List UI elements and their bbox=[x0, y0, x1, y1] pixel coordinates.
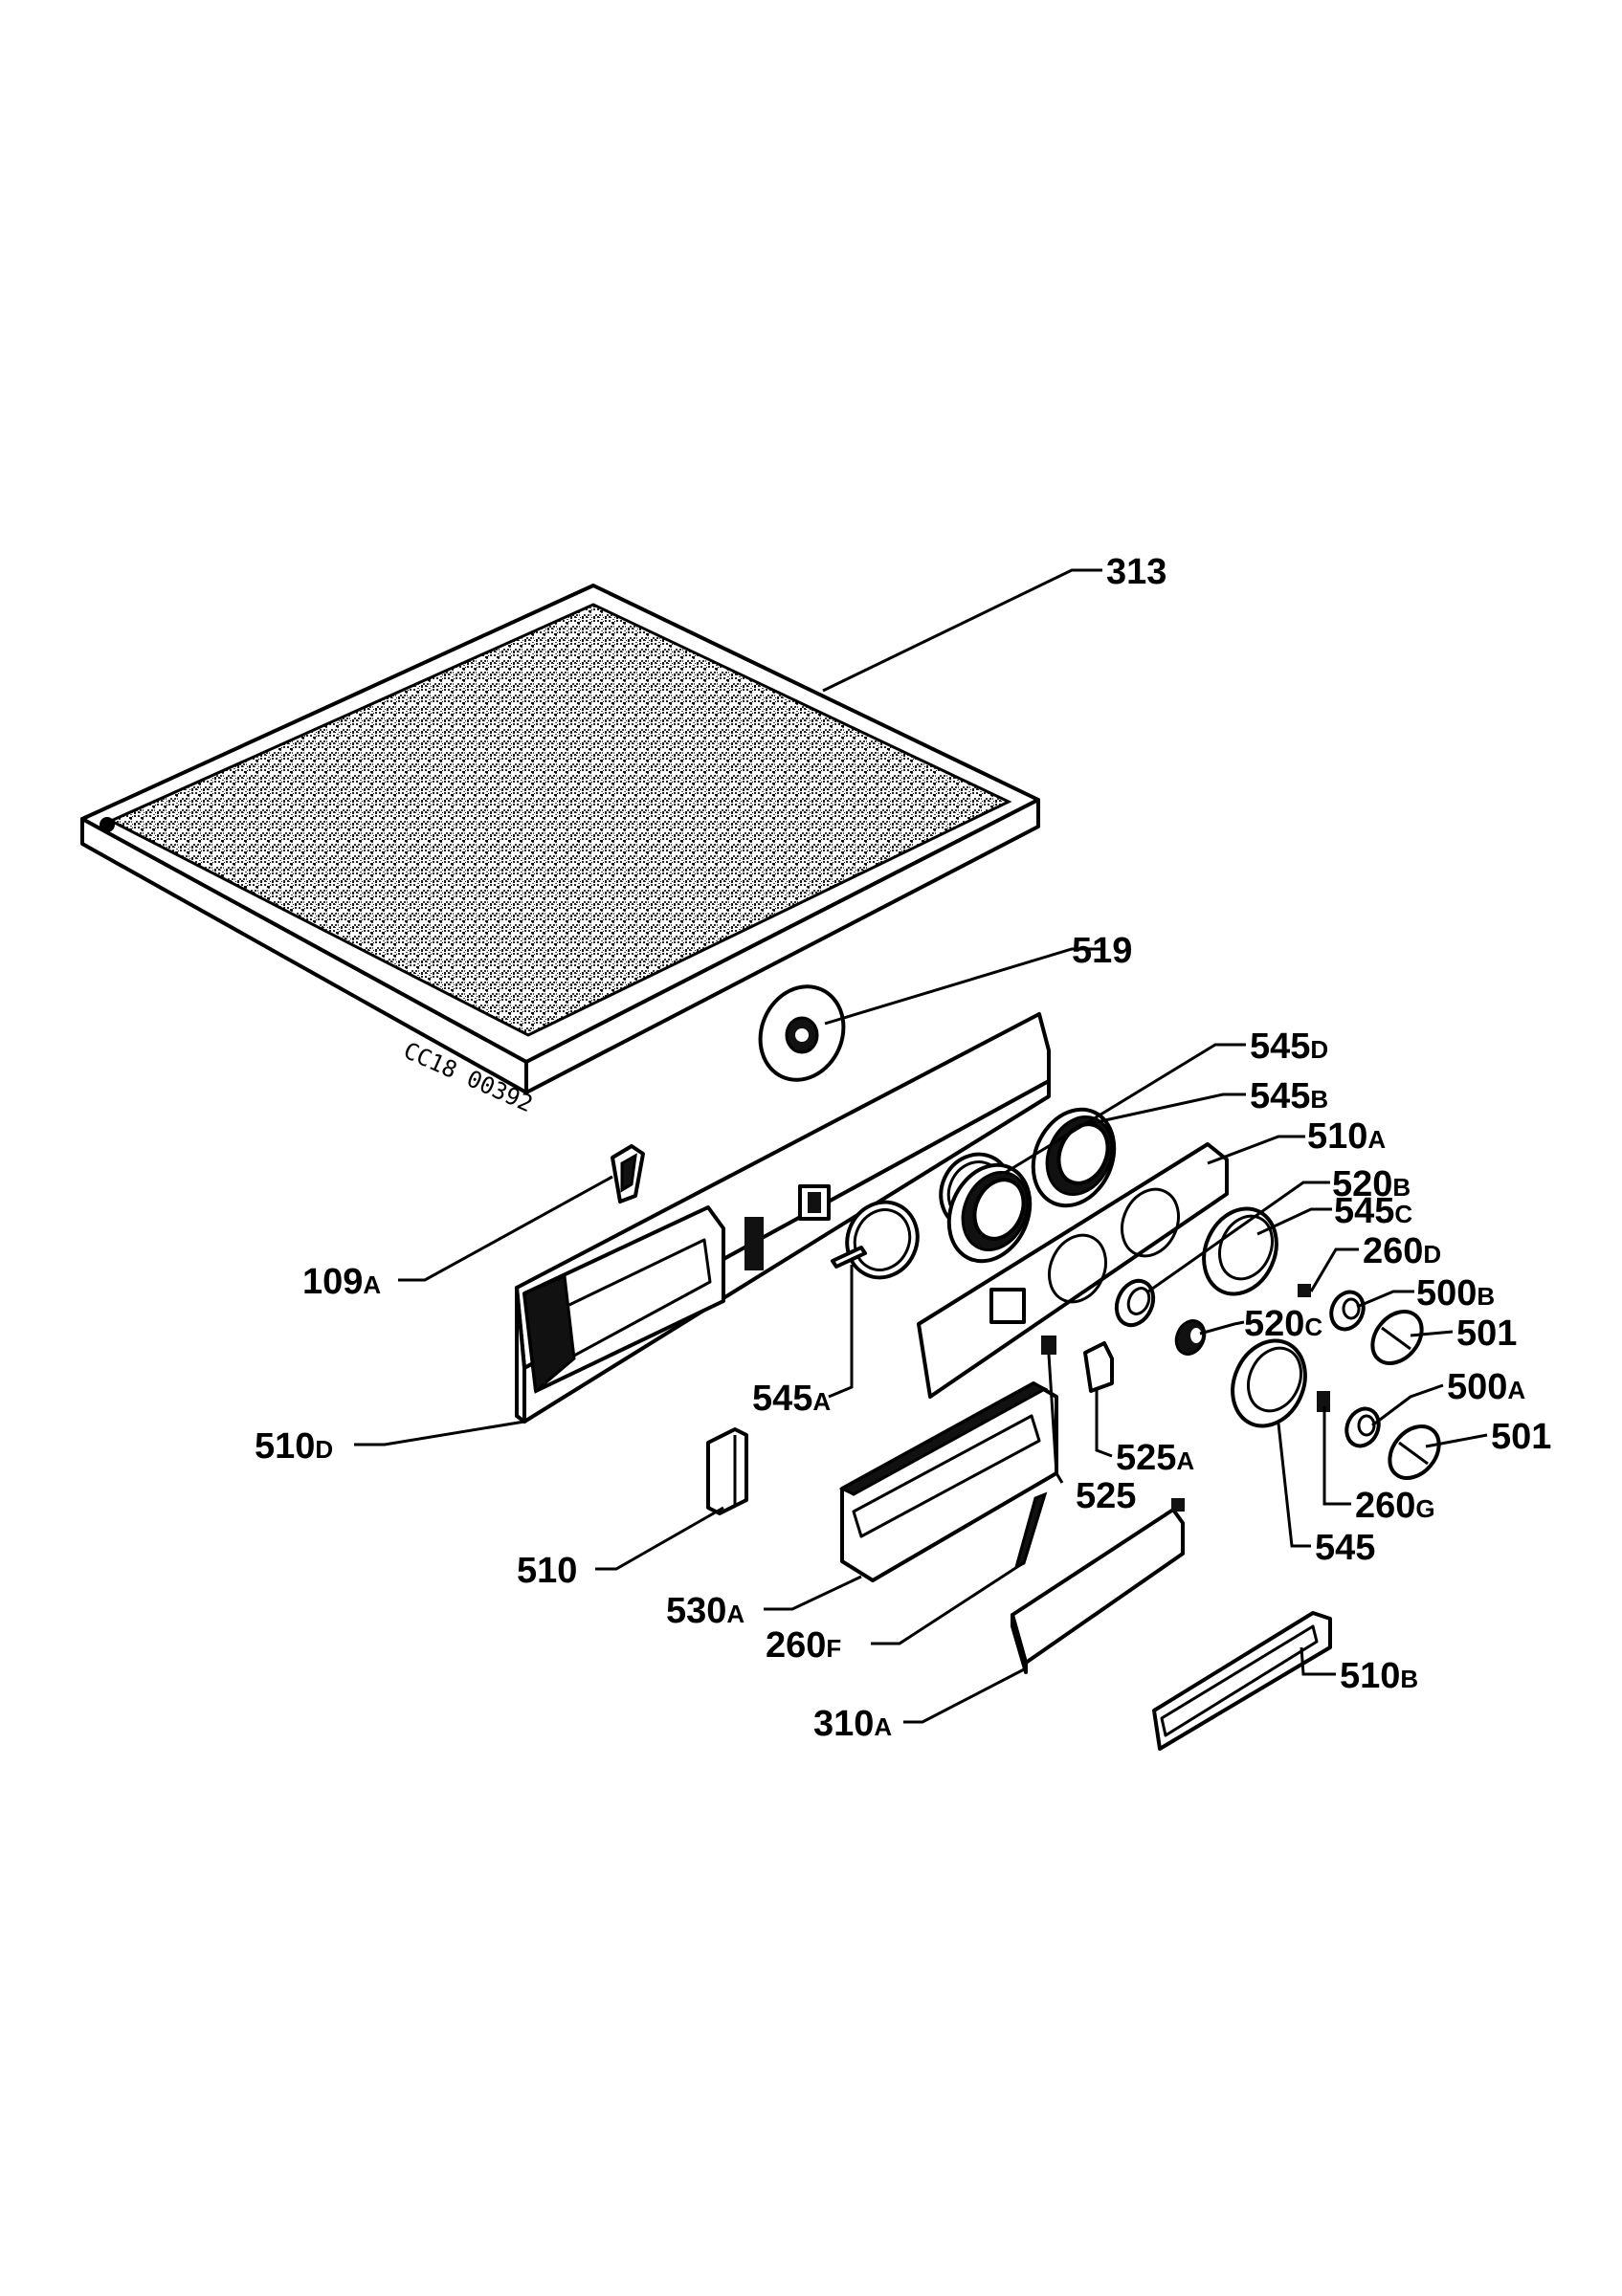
part-109A-clip bbox=[611, 1144, 645, 1203]
label-260D: 260D bbox=[1363, 1231, 1441, 1271]
part-545A-pin bbox=[831, 1246, 867, 1269]
label-525A: 525A bbox=[1116, 1438, 1194, 1478]
part-510-end-cap bbox=[706, 1427, 748, 1515]
part-260F-spring bbox=[1013, 1491, 1048, 1570]
part-labels: 313 519 545D 545B 510A 520B 545C 260D 50… bbox=[255, 552, 1551, 1744]
label-510A: 510A bbox=[1307, 1116, 1386, 1157]
part-500A-knob-insert bbox=[1344, 1406, 1381, 1448]
label-501-lower: 501 bbox=[1491, 1417, 1551, 1457]
label-260G: 260G bbox=[1355, 1486, 1435, 1526]
label-519: 519 bbox=[1072, 931, 1132, 971]
label-313: 313 bbox=[1106, 552, 1167, 592]
part-260D-spring bbox=[1298, 1284, 1311, 1297]
label-260F: 260F bbox=[766, 1625, 841, 1666]
label-545C: 545C bbox=[1334, 1191, 1412, 1231]
label-510B: 510B bbox=[1340, 1656, 1418, 1696]
label-545: 545 bbox=[1315, 1528, 1375, 1568]
part-520B-collar bbox=[1114, 1278, 1156, 1328]
leader-lines bbox=[354, 568, 1488, 1724]
label-545A: 545A bbox=[752, 1379, 831, 1419]
label-510: 510 bbox=[517, 1551, 577, 1591]
label-520C: 520C bbox=[1244, 1304, 1322, 1344]
label-501-upper: 501 bbox=[1456, 1314, 1517, 1354]
part-510B-cover bbox=[1152, 1611, 1332, 1751]
label-520B: 520B bbox=[1332, 1164, 1411, 1204]
label-545B: 545B bbox=[1250, 1076, 1328, 1116]
label-525: 525 bbox=[1076, 1476, 1136, 1516]
label-530A: 530A bbox=[666, 1591, 744, 1631]
part-545D-bezel bbox=[946, 1162, 1033, 1264]
part-260G-spring bbox=[1317, 1391, 1330, 1412]
part-520C-collar bbox=[1174, 1319, 1207, 1356]
part-525A-block bbox=[1083, 1341, 1114, 1393]
label-500A: 500A bbox=[1447, 1367, 1525, 1407]
part-510A-front-plate bbox=[917, 1142, 1229, 1399]
part-313-hob-top: CC18 00392 bbox=[80, 584, 1040, 1117]
part-510D-fascia bbox=[515, 1012, 1051, 1424]
label-500B: 500B bbox=[1416, 1273, 1495, 1314]
part-501-knob-lower bbox=[1388, 1424, 1441, 1480]
part-310A-panel bbox=[1011, 1498, 1185, 1674]
label-510D: 510D bbox=[255, 1426, 333, 1467]
part-501-knob-upper bbox=[1370, 1310, 1424, 1365]
part-545-knob-bezel bbox=[1231, 1338, 1307, 1428]
part-545B-bezel bbox=[1031, 1107, 1117, 1208]
label-310A: 310A bbox=[813, 1704, 892, 1744]
part-519-switch bbox=[758, 984, 846, 1082]
part-500B-knob-insert bbox=[1329, 1290, 1366, 1332]
label-109A: 109A bbox=[302, 1262, 381, 1302]
part-525-spring bbox=[1041, 1336, 1056, 1355]
label-545D: 545D bbox=[1250, 1027, 1328, 1067]
